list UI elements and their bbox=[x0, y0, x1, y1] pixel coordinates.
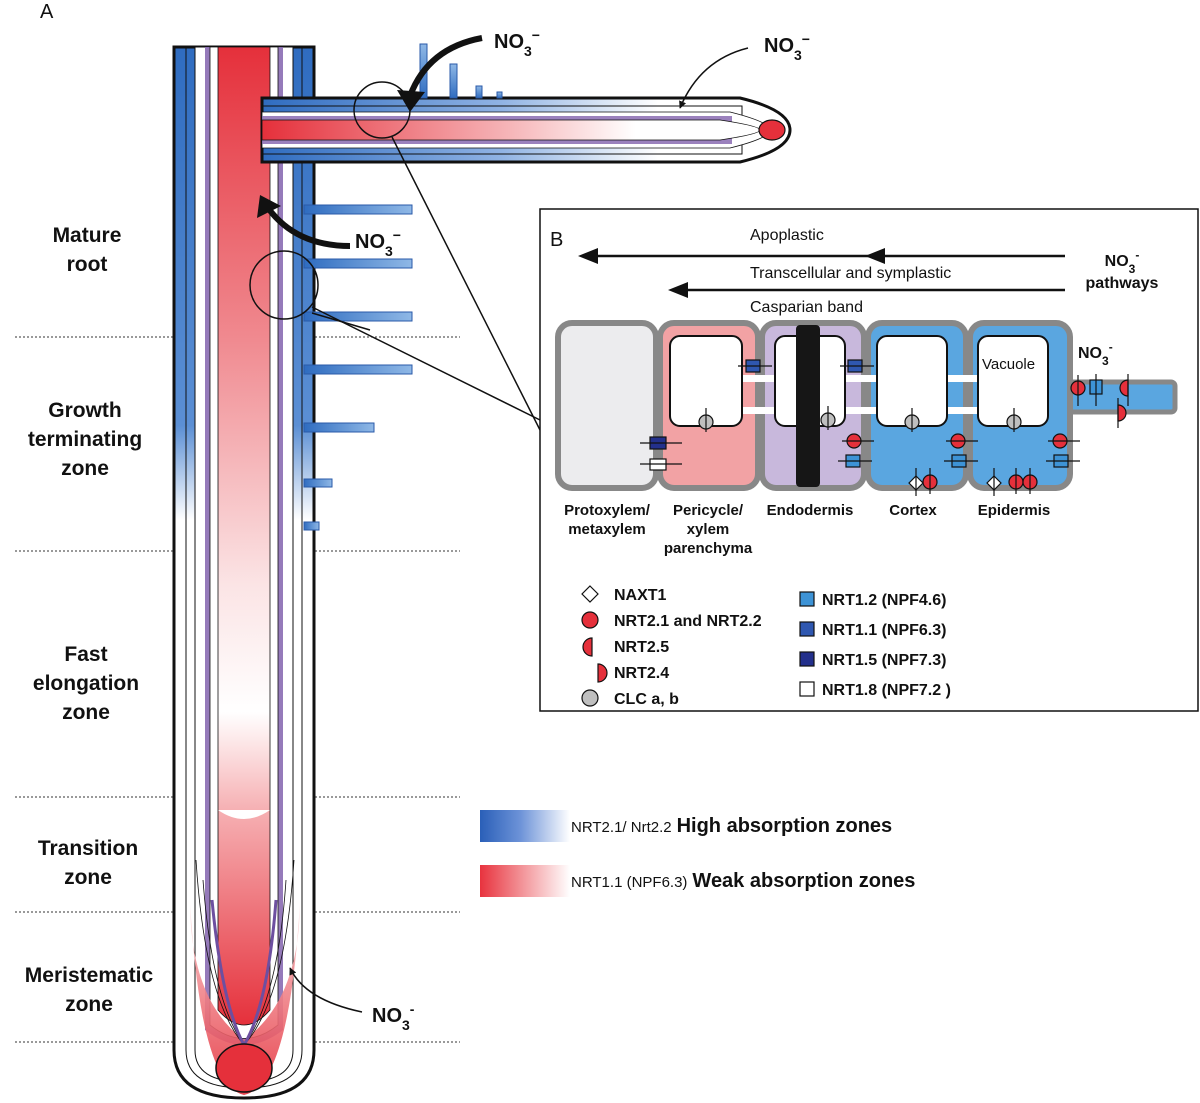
clc-legend-icon bbox=[581, 689, 599, 707]
main-root bbox=[172, 45, 316, 1100]
lateral-root bbox=[260, 96, 792, 164]
transporter-legend bbox=[581, 585, 815, 707]
panel-b-letter: B bbox=[550, 229, 563, 251]
no3-label-b: NO3- bbox=[1078, 340, 1113, 368]
no3-label-mature: NO3− bbox=[355, 227, 401, 259]
nrt11-legend-swatch bbox=[799, 621, 815, 637]
transporters bbox=[640, 359, 1129, 496]
cell-label-endodermis: Endodermis bbox=[767, 502, 854, 519]
cell-label-cortex: Cortex bbox=[889, 502, 937, 519]
legend-nrt24: NRT2.4 bbox=[614, 665, 669, 682]
pathway-transcellular: Transcellular and symplastic bbox=[750, 265, 951, 282]
cell-row: Vacuole NO3- bbox=[555, 320, 1178, 491]
nrt15-legend-swatch bbox=[799, 651, 815, 667]
legend-nrt12: NRT1.2 (NPF4.6) bbox=[822, 592, 946, 609]
nrt1-transporters bbox=[640, 359, 1103, 471]
cell-label-protoxylem: Protoxylem/metaxylem bbox=[564, 502, 651, 538]
legend-nrt21: NRT2.1 and NRT2.2 bbox=[614, 613, 762, 630]
legend-nrt18: NRT1.8 (NPF7.2 ) bbox=[822, 682, 951, 699]
legend-clc: CLC a, b bbox=[614, 691, 679, 708]
no3-pathways-label: NO3-pathways bbox=[1086, 248, 1159, 292]
cell-label-epidermis: Epidermis bbox=[978, 502, 1051, 519]
vacuole-label: Vacuole bbox=[982, 356, 1035, 373]
no3-label-lateral-tip: NO3− bbox=[764, 31, 810, 63]
transporter-legend-labels: NAXT1 NRT2.1 and NRT2.2 NRT2.5 NRT2.4 CL… bbox=[614, 587, 951, 708]
legend-naxt1: NAXT1 bbox=[614, 587, 667, 604]
naxt1-transporters bbox=[908, 468, 1002, 496]
no3-label-top-arrow: NO3− bbox=[494, 27, 540, 59]
weak-absorption-label: NRT1.1 (NPF6.3)Weak absorption zones bbox=[571, 870, 915, 892]
nitrate-uptake-arrows bbox=[257, 35, 749, 1013]
legend-nrt11: NRT1.1 (NPF6.3) bbox=[822, 622, 946, 639]
naxt1-legend-icon bbox=[581, 585, 599, 603]
no3-label-root-tip: NO3- bbox=[372, 1001, 415, 1033]
clc-transporters bbox=[698, 406, 1022, 432]
nrt21-legend-icon bbox=[581, 611, 599, 629]
pathway-casparian: Casparian band bbox=[750, 299, 863, 316]
nrt2-transporters bbox=[842, 374, 1129, 494]
cell-protoxylem bbox=[555, 320, 659, 491]
nrt18-legend-swatch bbox=[799, 681, 815, 697]
legend-nrt25: NRT2.5 bbox=[614, 639, 669, 656]
panel-b: B Apoplastic Transcellular and symplasti… bbox=[539, 208, 1199, 712]
casparian-band bbox=[796, 325, 820, 487]
panel-a-letter: A bbox=[40, 1, 54, 23]
legend-nrt15: NRT1.5 (NPF7.3) bbox=[822, 652, 946, 669]
pathway-apoplastic: Apoplastic bbox=[750, 227, 824, 244]
nrt12-legend-swatch bbox=[799, 591, 815, 607]
vacuole-epidermis bbox=[977, 335, 1049, 427]
nrt24-legend-icon bbox=[597, 663, 608, 683]
nrt25-legend-icon bbox=[582, 637, 593, 657]
high-absorption-swatch bbox=[480, 810, 570, 842]
pathway-arrows bbox=[578, 248, 1065, 298]
weak-absorption-swatch bbox=[480, 865, 570, 897]
